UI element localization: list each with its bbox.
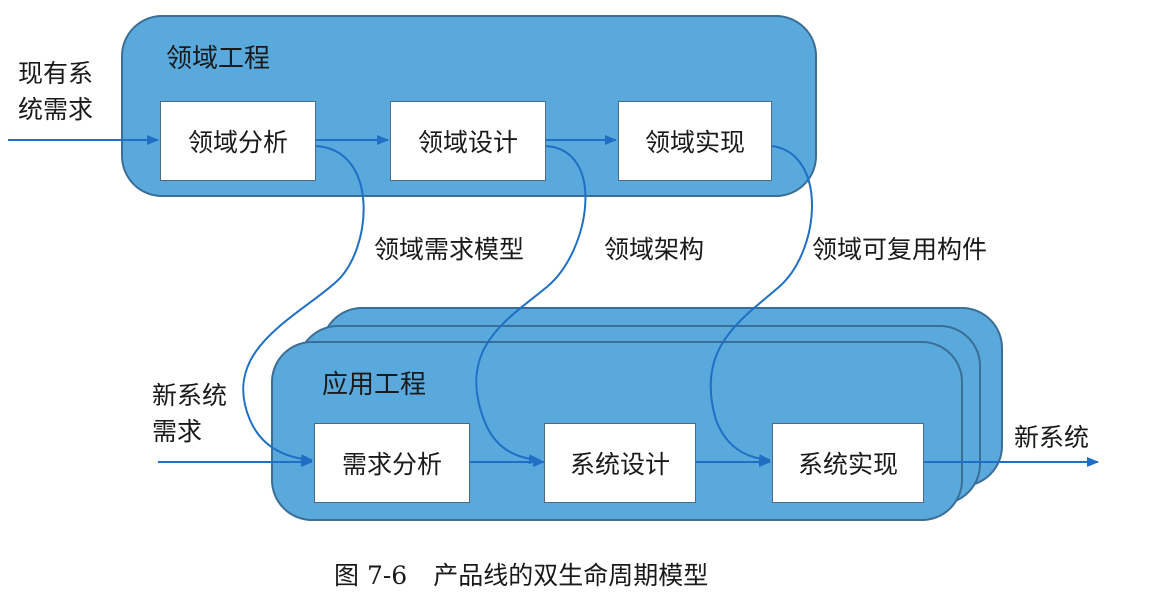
existing-requirements-line-2: 统需求: [18, 95, 94, 124]
new-requirements-line-1: 新系统: [152, 381, 228, 410]
caption-text: 产品线的双生命周期模型: [433, 561, 709, 590]
new-requirements-line-2: 需求: [152, 417, 203, 446]
new-system-output-label: 新系统: [1014, 423, 1090, 452]
figure-caption: 图 7-6 产品线的双生命周期模型: [334, 556, 708, 592]
system-implementation-box: 系统实现: [772, 423, 924, 503]
existing-requirements-label: 现有系 统需求: [18, 56, 93, 128]
existing-requirements-line-1: 现有系: [18, 59, 94, 88]
curve-domain-architecture: [475, 145, 587, 465]
artifact-domain-requirements-model: 领域需求模型: [374, 235, 525, 264]
new-requirements-label: 新系统 需求: [152, 378, 227, 450]
caption-number: 图 7-6: [334, 561, 408, 590]
application-engineering-title: 应用工程: [322, 370, 427, 400]
domain-design-box: 领域设计: [390, 101, 546, 181]
curve-domain-reusable-components: [709, 145, 813, 465]
artifact-domain-reusable-components: 领域可复用构件: [812, 235, 988, 264]
system-design-box: 系统设计: [544, 423, 696, 503]
domain-engineering-title: 领域工程: [166, 44, 271, 74]
artifact-domain-architecture: 领域架构: [604, 235, 705, 264]
domain-implementation-box: 领域实现: [618, 101, 772, 181]
curve-domain-requirements-model: [242, 145, 365, 465]
domain-analysis-box: 领域分析: [160, 101, 316, 181]
requirements-analysis-box: 需求分析: [314, 423, 470, 503]
